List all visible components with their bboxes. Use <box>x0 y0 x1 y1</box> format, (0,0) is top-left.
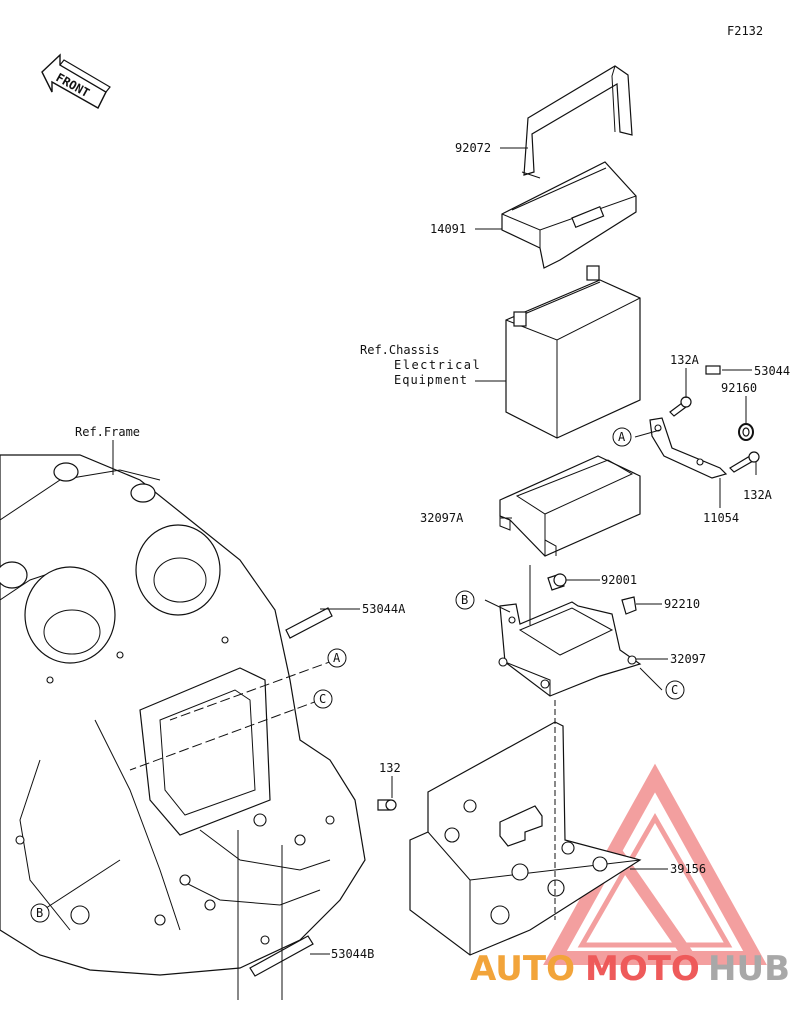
figure-code: F2132 <box>727 24 763 38</box>
bolt-132A-lower <box>729 451 760 473</box>
part-label-39156: 39156 <box>670 862 706 876</box>
battery-tray-32097 <box>498 601 642 697</box>
bolt-132A-upper <box>669 396 692 417</box>
watermark-auto: AUTO <box>470 949 575 989</box>
battery-cover-14091 <box>501 161 637 269</box>
callout-B-lower: B <box>30 903 50 923</box>
part-label-53044: 53044 <box>754 364 790 378</box>
part-label-11054: 11054 <box>703 511 739 525</box>
ref-chassis-line1: Ref.Chassis <box>360 343 439 357</box>
callout-C-upper: C <box>665 680 685 700</box>
bracket-11054 <box>649 417 728 479</box>
part-label-53044B: 53044B <box>331 947 374 961</box>
callout-B-upper: B <box>455 590 475 610</box>
grommet-92160 <box>738 423 754 441</box>
bolt-132 <box>377 799 397 811</box>
svg-text:A: A <box>333 651 341 665</box>
collar-53044 <box>705 365 721 375</box>
svg-text:B: B <box>36 906 43 920</box>
ref-chassis-line2: Electrical <box>394 358 481 372</box>
part-label-132A-upper: 132A <box>670 353 700 367</box>
part-label-132: 132 <box>379 761 401 775</box>
watermark-hub: HUB <box>708 949 790 989</box>
part-label-92072: 92072 <box>455 141 491 155</box>
callout-A-lower: A <box>327 648 347 668</box>
ref-frame: Ref.Frame <box>75 425 140 439</box>
ref-chassis-line3: Equipment <box>394 373 468 387</box>
part-label-32097A: 32097A <box>420 511 464 525</box>
part-label-132A-lower: 132A <box>743 488 773 502</box>
plate-39156 <box>409 721 642 956</box>
svg-text:A: A <box>618 430 626 444</box>
part-label-92001: 92001 <box>601 573 637 587</box>
front-arrow-icon: FRONT <box>41 53 111 109</box>
callout-C-lower: C <box>313 689 333 709</box>
battery-strap-92072 <box>521 65 633 179</box>
svg-text:B: B <box>461 593 468 607</box>
bolt-92001 <box>547 573 567 591</box>
part-label-32097: 32097 <box>670 652 706 666</box>
part-label-53044A: 53044A <box>362 602 406 616</box>
svg-text:C: C <box>319 692 326 706</box>
svg-text:C: C <box>671 683 678 697</box>
collar-53044A <box>285 607 333 639</box>
callout-A-upper: A <box>612 427 632 447</box>
battery-case-32097A <box>499 455 641 557</box>
watermark-logo: AUTO MOTO HUB <box>470 949 790 989</box>
battery-reference <box>505 265 641 439</box>
clip-92210 <box>621 596 637 615</box>
watermark-moto: MOTO <box>585 949 700 989</box>
part-label-92210: 92210 <box>664 597 700 611</box>
leader-lines <box>39 147 757 1000</box>
part-label-92160: 92160 <box>721 381 757 395</box>
part-label-14091: 14091 <box>430 222 466 236</box>
